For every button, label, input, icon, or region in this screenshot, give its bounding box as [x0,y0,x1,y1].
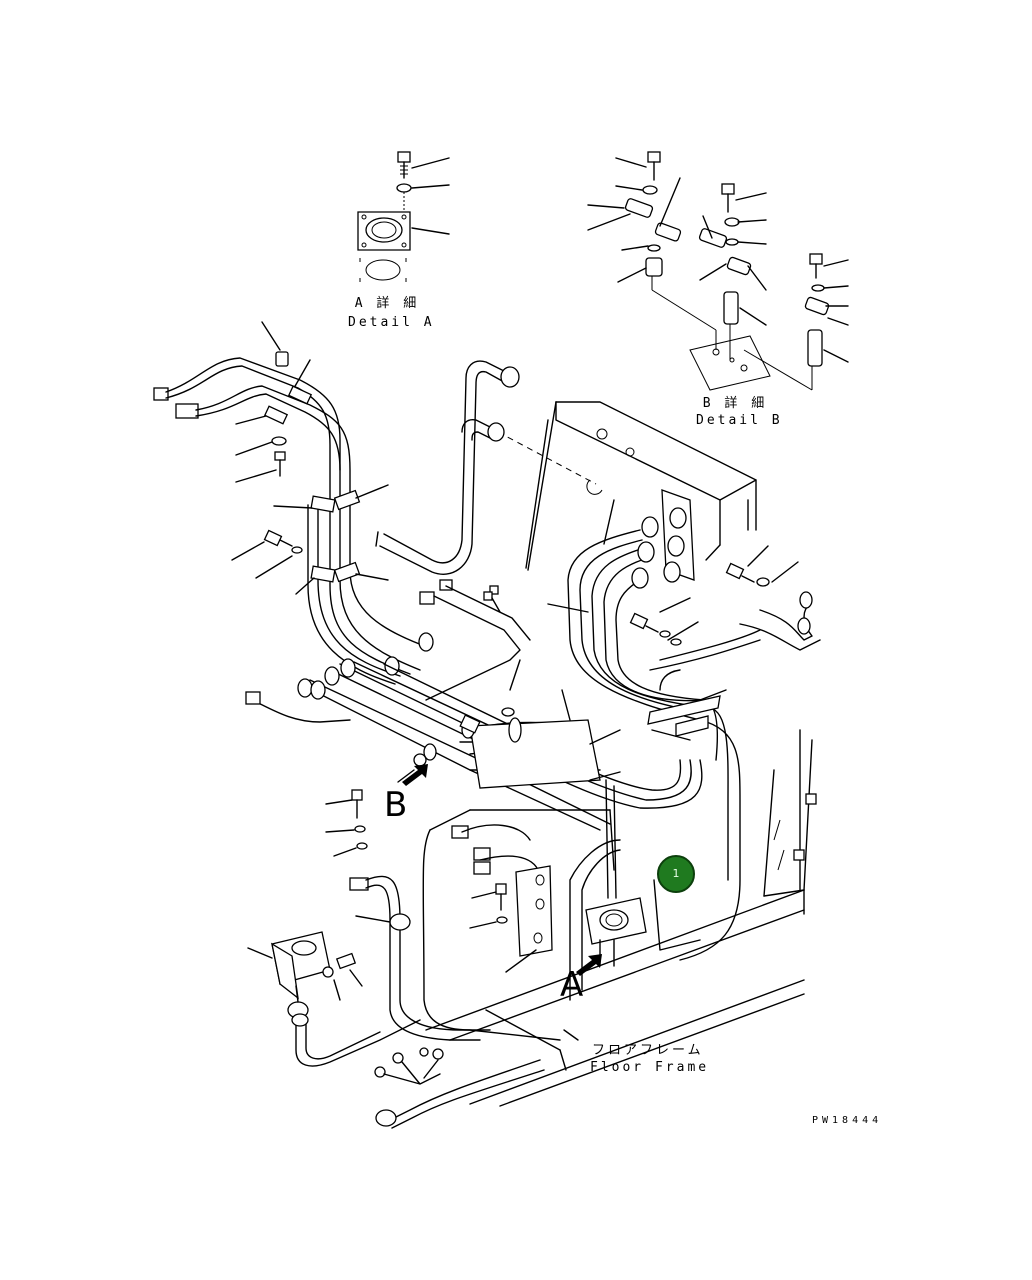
detail-b-en-label: Detail B [696,413,783,428]
drawing-code: PW18444 [812,1115,883,1126]
upper-harness [153,321,431,685]
detail-a-en-label: Detail A [348,315,435,330]
floor-frame-structure [422,729,817,1107]
tube-assembly [375,360,520,575]
part-callout-1[interactable]: 1 [657,855,695,893]
view-arrow-a [576,954,602,976]
right-cable-bundle [547,499,741,961]
view-arrow-b [397,764,428,786]
detail-b-jp-label: B 詳 細 [702,396,768,411]
lower-harness [287,824,545,1129]
detail-b-assembly [587,151,849,391]
center-fasteners [325,779,647,973]
right-fasteners [629,545,821,691]
floor-frame-jp-label: フロアフレーム [592,1043,704,1058]
floor-frame-en-label: Floor Frame [590,1060,710,1075]
detail-a-jp-label: A 詳 細 [354,296,420,311]
bracket-box [247,931,363,1003]
control-box [497,401,757,583]
view-mark-a: A [560,965,584,1005]
view-mark-b: B [384,785,408,825]
detail-a-assembly [357,151,450,282]
